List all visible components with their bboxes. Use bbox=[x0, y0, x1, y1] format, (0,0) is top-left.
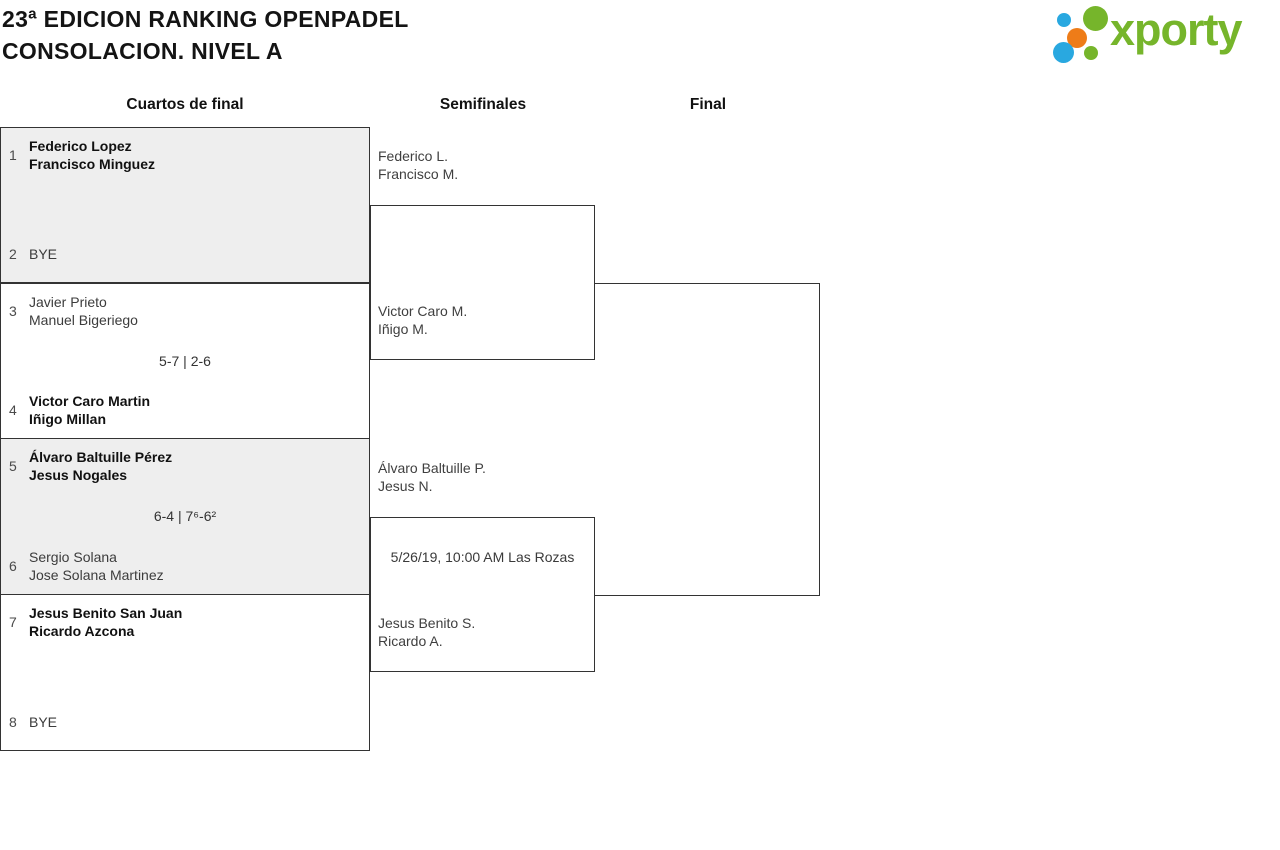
seed-number: 1 bbox=[9, 147, 17, 163]
sf-match-1-box bbox=[370, 205, 595, 360]
sf2-match-schedule: 5/26/19, 10:00 AM Las Rozas bbox=[390, 549, 575, 565]
player-name: Jesus Nogales bbox=[29, 467, 128, 483]
match-score: 5-7 | 2-6 bbox=[159, 352, 211, 369]
xporty-logo: xporty bbox=[1045, 0, 1280, 72]
round-header-semifinals: Semifinales bbox=[439, 96, 527, 113]
player-name: Victor Caro Martin bbox=[29, 393, 151, 409]
seed-number: 8 bbox=[9, 714, 17, 730]
seed-number: 2 bbox=[9, 246, 17, 262]
seed-number: 6 bbox=[9, 558, 17, 574]
sf-match-2-box bbox=[370, 517, 595, 672]
page-title-line2: CONSOLACION. NIVEL A bbox=[2, 38, 283, 64]
page-title: 23ª EDICION RANKING OPENPADEL CONSOLACIO… bbox=[2, 3, 409, 67]
logo-dot-icon bbox=[1057, 13, 1071, 27]
qf-match-1: 1 Federico Lopez Francisco Minguez 2 BYE bbox=[0, 127, 370, 283]
qf2-team-bottom: 4 Victor Caro Martin Iñigo Millan bbox=[1, 392, 369, 438]
sf1-team-top: Federico L. Francisco M. bbox=[378, 147, 588, 183]
player-name: BYE bbox=[29, 714, 58, 730]
logo-dot-icon bbox=[1084, 46, 1098, 60]
seed-number: 3 bbox=[9, 303, 17, 319]
player-name: Manuel Bigeriego bbox=[29, 312, 138, 328]
final-match-box bbox=[595, 283, 820, 596]
logo-dot-icon bbox=[1053, 42, 1074, 63]
player-name: Victor Caro M. bbox=[378, 303, 468, 319]
team-names: Federico Lopez Francisco Minguez bbox=[29, 137, 155, 173]
sf2-team-top: Álvaro Baltuille P. Jesus N. bbox=[378, 459, 588, 495]
player-name: Iñigo M. bbox=[378, 321, 428, 337]
qf2-team-top: 3 Javier Prieto Manuel Bigeriego bbox=[1, 284, 369, 329]
logo-dot-icon bbox=[1083, 6, 1108, 31]
player-name: Jesus Benito S. bbox=[378, 615, 476, 631]
qf4-team-bottom: 8 BYE bbox=[1, 704, 369, 750]
player-name: Ricardo A. bbox=[378, 633, 443, 649]
player-name: BYE bbox=[29, 246, 58, 262]
player-name: Jesus N. bbox=[378, 478, 433, 494]
logo-wordmark: xporty bbox=[1110, 4, 1243, 55]
seed-number: 4 bbox=[9, 402, 17, 418]
round-header-quarterfinals: Cuartos de final bbox=[126, 96, 244, 113]
player-name: Jesus Benito San Juan bbox=[29, 605, 183, 621]
player-name: Ricardo Azcona bbox=[29, 623, 135, 639]
player-name: Sergio Solana bbox=[29, 549, 117, 565]
player-name: Federico Lopez bbox=[29, 138, 132, 154]
sf2-team-bottom: Jesus Benito S. Ricardo A. bbox=[378, 614, 588, 650]
player-name: Francisco Minguez bbox=[29, 156, 156, 172]
team-names: Jesus Benito San Juan Ricardo Azcona bbox=[29, 604, 182, 640]
qf3-team-top: 5 Álvaro Baltuille Pérez Jesus Nogales bbox=[1, 439, 369, 484]
qf-match-4: 7 Jesus Benito San Juan Ricardo Azcona 8… bbox=[0, 594, 370, 751]
player-name: Álvaro Baltuille Pérez bbox=[29, 449, 173, 465]
player-name: Federico L. bbox=[378, 148, 449, 164]
match-score: 6-4 | 7⁶-6² bbox=[153, 508, 217, 524]
player-name: Francisco M. bbox=[378, 166, 459, 182]
qf1-team-bottom: 2 BYE bbox=[1, 236, 369, 282]
player-name: Jose Solana Martinez bbox=[29, 567, 164, 583]
player-name: Javier Prieto bbox=[29, 294, 107, 310]
team-names: Victor Caro Martin Iñigo Millan bbox=[29, 392, 150, 428]
team-names: Álvaro Baltuille Pérez Jesus Nogales bbox=[29, 448, 172, 484]
qf4-team-top: 7 Jesus Benito San Juan Ricardo Azcona bbox=[1, 595, 369, 640]
team-names: BYE bbox=[29, 704, 57, 740]
player-name: Álvaro Baltuille P. bbox=[378, 460, 486, 476]
seed-number: 7 bbox=[9, 614, 17, 630]
team-names: Javier Prieto Manuel Bigeriego bbox=[29, 293, 138, 329]
qf3-team-bottom: 6 Sergio Solana Jose Solana Martinez bbox=[1, 548, 369, 594]
qf-match-2: 3 Javier Prieto Manuel Bigeriego 5-7 | 2… bbox=[0, 283, 370, 439]
page-title-line1: 23ª EDICION RANKING OPENPADEL bbox=[2, 6, 409, 32]
sf1-team-bottom: Victor Caro M. Iñigo M. bbox=[378, 302, 588, 338]
qf-match-3: 5 Álvaro Baltuille Pérez Jesus Nogales 6… bbox=[0, 438, 370, 595]
seed-number: 5 bbox=[9, 458, 17, 474]
round-header-final: Final bbox=[689, 96, 727, 113]
team-names: Sergio Solana Jose Solana Martinez bbox=[29, 548, 164, 584]
team-names: BYE bbox=[29, 236, 57, 272]
player-name: Iñigo Millan bbox=[29, 411, 106, 427]
logo-dot-icon bbox=[1067, 28, 1087, 48]
qf1-team-top: 1 Federico Lopez Francisco Minguez bbox=[1, 128, 369, 173]
